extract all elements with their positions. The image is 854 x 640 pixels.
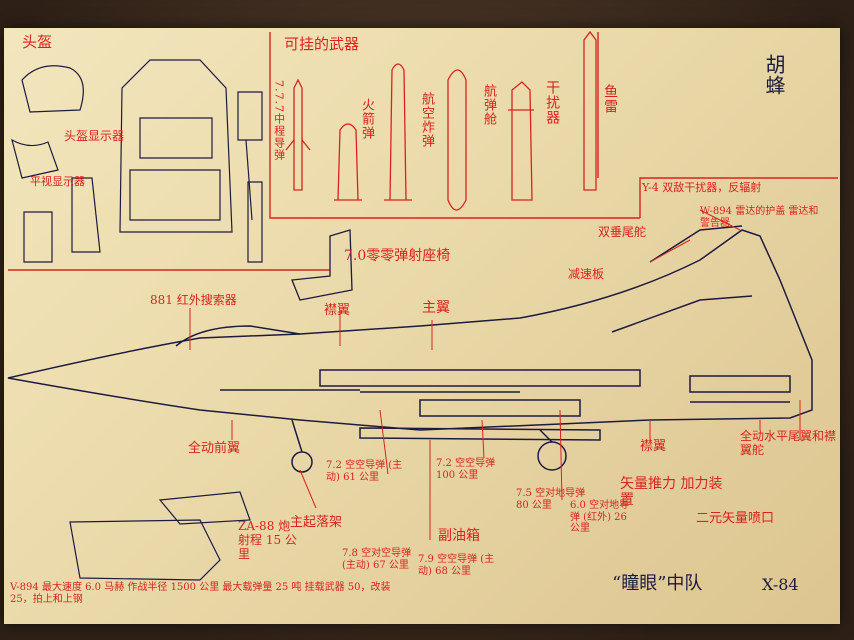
label-helmet-display: 头盔显示器 xyxy=(64,129,125,143)
label-weapon-1: 7.7.7中程导弹 xyxy=(272,80,286,161)
jet-outline xyxy=(7,225,813,473)
leader-lines xyxy=(189,209,801,540)
label-gear: 主起落架 xyxy=(290,515,343,530)
weapons-title: 可挂的武器 xyxy=(284,35,360,53)
model-number: X-84 xyxy=(762,575,799,594)
label-missile-d: 6.0 空对地导弹 (红外) 26 公里 xyxy=(570,500,630,534)
label-speed-brake: 减速板 xyxy=(568,267,605,281)
label-main-wing: 主翼 xyxy=(422,300,450,316)
bottom-sketches xyxy=(69,491,251,581)
label-aileron: 襟翼 xyxy=(640,439,667,454)
label-irst: 881 红外搜索器 xyxy=(150,293,237,307)
signature: 胡蜂 xyxy=(762,54,786,96)
label-ejection-seat: 7.0零零弹射座椅 xyxy=(344,248,451,264)
label-weapon-4: 航弹舱 xyxy=(480,84,496,126)
label-rudder: 全动水平尾翼和襟翼舵 xyxy=(740,429,837,457)
label-weapon-6: 鱼雷 xyxy=(602,84,619,114)
label-missile-a: 7.2 空空导弹 (主动) 61 公里 xyxy=(326,460,403,483)
label-helmet: 头盔 xyxy=(22,33,53,51)
cockpit-sketches xyxy=(11,59,263,263)
weapon-sketches xyxy=(285,30,597,211)
label-fuel-tank: 副油箱 xyxy=(438,528,480,544)
label-weapon-3: 航空炸弹 xyxy=(418,92,434,148)
label-double-vertical-tail: 双垂尾舵 xyxy=(598,225,647,239)
label-canard: 襟翼 xyxy=(324,303,351,318)
weapons-box xyxy=(8,32,838,271)
label-thrust-vector: 矢量推力 加力装置 xyxy=(620,476,723,509)
label-missile-c: 7.5 空对地导弹 80 公里 xyxy=(516,488,586,511)
label-missile-b: 7.2 空空导弹 100 公里 xyxy=(436,458,496,481)
label-nozzle: 二元矢量喷口 xyxy=(696,511,775,526)
label-w894-radar: W-894 雷达的护盖 雷达和警告器 xyxy=(700,206,819,229)
label-y4-jammer: Y-4 双敌干扰器，反辐射 xyxy=(642,181,762,194)
label-all-moving-canard: 全动前翼 xyxy=(188,441,241,456)
label-za-gun: ZA-88 炮 射程 15 公里 xyxy=(238,519,297,561)
label-missile-e: 7.8 空对空导弹 (主动) 67 公里 xyxy=(342,548,412,571)
squadron-name: “瞳眼”中队 xyxy=(612,573,703,594)
label-head-up: 平视显示器 xyxy=(30,175,85,188)
label-specs: V-894 最大速度 6.0 马赫 作战半径 1500 公里 最大载弹量 25 … xyxy=(10,582,391,605)
label-weapon-2: 火箭弹 xyxy=(358,98,374,140)
label-missile-f: 7.9 空空导弹 (主动) 68 公里 xyxy=(418,554,495,577)
ejection-seat-sketch xyxy=(291,229,353,301)
label-weapon-5: 干扰器 xyxy=(544,80,561,125)
